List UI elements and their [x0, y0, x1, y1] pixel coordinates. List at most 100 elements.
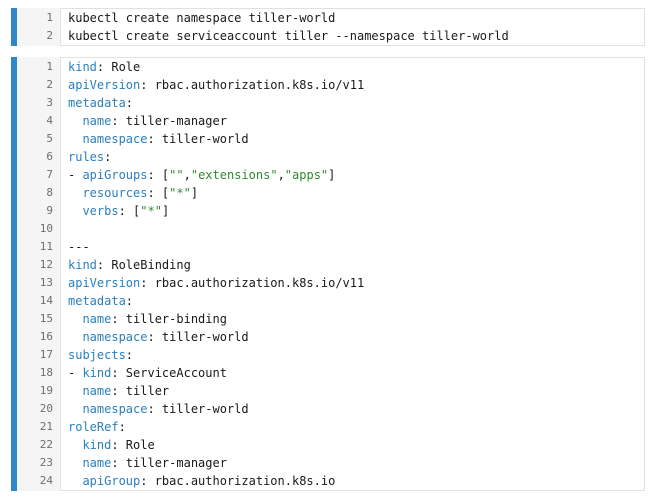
code-text: kind: Role	[68, 436, 154, 454]
code-token	[68, 114, 82, 128]
yaml-key: namespace	[82, 402, 148, 416]
string-literal: "extensions"	[190, 168, 278, 182]
line-number: 7	[46, 168, 53, 181]
code-line: 22 kind: Role	[17, 436, 645, 454]
line-number: 18	[39, 366, 53, 379]
line-number: 2	[46, 78, 53, 91]
code-token: : [	[147, 168, 170, 182]
code-line: 2 apiVersion: rbac.authorization.k8s.io/v…	[17, 76, 645, 94]
line-number: 13	[39, 276, 53, 289]
code-text: namespace: tiller-world	[68, 130, 249, 148]
line-number: 9	[46, 204, 53, 217]
code-line: 1 kind: Role	[17, 58, 645, 76]
code-text: apiGroup: rbac.authorization.k8s.io	[68, 472, 335, 490]
code-block-border	[61, 8, 645, 46]
code-token: : rbac.authorization.k8s.io/v11	[140, 276, 365, 290]
yaml-key: roleRef	[68, 420, 119, 434]
code-token: : tiller	[111, 384, 170, 398]
code-token: : tiller-binding	[111, 312, 227, 326]
code-line: 19 name: tiller	[17, 382, 645, 400]
line-number: 5	[46, 132, 53, 145]
code-token: ]	[328, 168, 336, 182]
code-token	[68, 456, 82, 470]
code-token: : tiller-world	[147, 402, 249, 416]
code-text: roleRef:	[68, 418, 126, 436]
code-token: :	[125, 348, 134, 362]
code-token: ]	[190, 186, 199, 200]
code-token	[68, 402, 82, 416]
code-line: 1 kubectl create namespace tiller-world	[17, 9, 645, 27]
code-line: 16 namespace: tiller-world	[17, 328, 645, 346]
code-text: kubectl create serviceaccount tiller --n…	[68, 27, 509, 45]
code-text: name: tiller-manager	[68, 112, 227, 130]
line-number: 1	[46, 11, 53, 24]
code-block-border	[61, 57, 645, 491]
code-token: : RoleBinding	[96, 258, 191, 272]
line-number: 16	[39, 330, 53, 343]
code-token: : Role	[96, 60, 141, 74]
code-token: : tiller-world	[147, 132, 249, 146]
code-text: namespace: tiller-world	[68, 328, 248, 346]
code-token: : tiller-manager	[111, 456, 227, 470]
line-number: 8	[46, 186, 53, 199]
line-number: 2	[46, 29, 53, 42]
line-number: 1	[46, 60, 53, 73]
line-number: 11	[39, 240, 53, 253]
code-token	[68, 384, 82, 398]
code-token: : tiller-manager	[111, 114, 227, 128]
code-line: 17 subjects:	[17, 346, 645, 364]
yaml-key: namespace	[82, 132, 148, 146]
line-number: 6	[46, 150, 53, 163]
yaml-key: kind	[68, 60, 97, 74]
code-line: 23 name: tiller-manager	[17, 454, 645, 472]
code-text: resources: ["*"]	[68, 184, 198, 202]
line-number: 19	[39, 384, 53, 397]
code-text: name: tiller-manager	[68, 454, 227, 472]
code-line: 24 apiGroup: rbac.authorization.k8s.io	[17, 472, 645, 490]
code-text: ---	[68, 238, 90, 256]
code-text: name: tiller	[68, 382, 169, 400]
yaml-key: name	[82, 384, 112, 398]
code-token: : rbac.authorization.k8s.io/v11	[140, 78, 365, 92]
line-number: 15	[39, 312, 53, 325]
yaml-key: apiGroup	[82, 474, 141, 488]
code-text: - kind: ServiceAccount	[68, 364, 227, 382]
line-number: 21	[39, 420, 53, 433]
code-line: 10	[17, 220, 645, 238]
string-literal: "*"	[140, 204, 162, 218]
code-token: :	[118, 420, 126, 434]
string-literal: "apps"	[284, 168, 329, 182]
code-text: metadata:	[68, 292, 133, 310]
code-token	[68, 204, 82, 218]
yaml-key: kind	[82, 438, 112, 452]
code-text: apiVersion: rbac.authorization.k8s.io/v1…	[68, 274, 364, 292]
line-number: 17	[39, 348, 53, 361]
code-text: name: tiller-binding	[68, 310, 227, 328]
yaml-key: namespace	[82, 330, 148, 344]
code-text: kind: RoleBinding	[68, 256, 191, 274]
line-number: 10	[39, 222, 53, 235]
code-token: :	[125, 294, 134, 308]
yaml-key: apiVersion	[68, 78, 141, 92]
code-token	[68, 186, 82, 200]
code-token: ]	[161, 204, 170, 218]
yaml-key: name	[82, 312, 112, 326]
yaml-key: name	[82, 114, 112, 128]
code-token: -	[68, 168, 83, 182]
code-text: namespace: tiller-world	[68, 400, 249, 418]
code-token	[68, 330, 82, 344]
code-token	[68, 474, 82, 488]
line-number: 4	[46, 114, 53, 127]
code-line: 5 namespace: tiller-world	[17, 130, 645, 148]
code-token: kubectl create namespace tiller-world	[68, 11, 336, 25]
yaml-key: metadata	[68, 96, 126, 110]
code-text: - apiGroups: ["","extensions","apps"]	[68, 166, 335, 184]
code-text: kind: Role	[68, 58, 140, 76]
code-text: subjects:	[68, 346, 133, 364]
code-token: :	[125, 96, 134, 110]
code-token: :	[104, 150, 112, 164]
code-token: -	[68, 366, 83, 380]
